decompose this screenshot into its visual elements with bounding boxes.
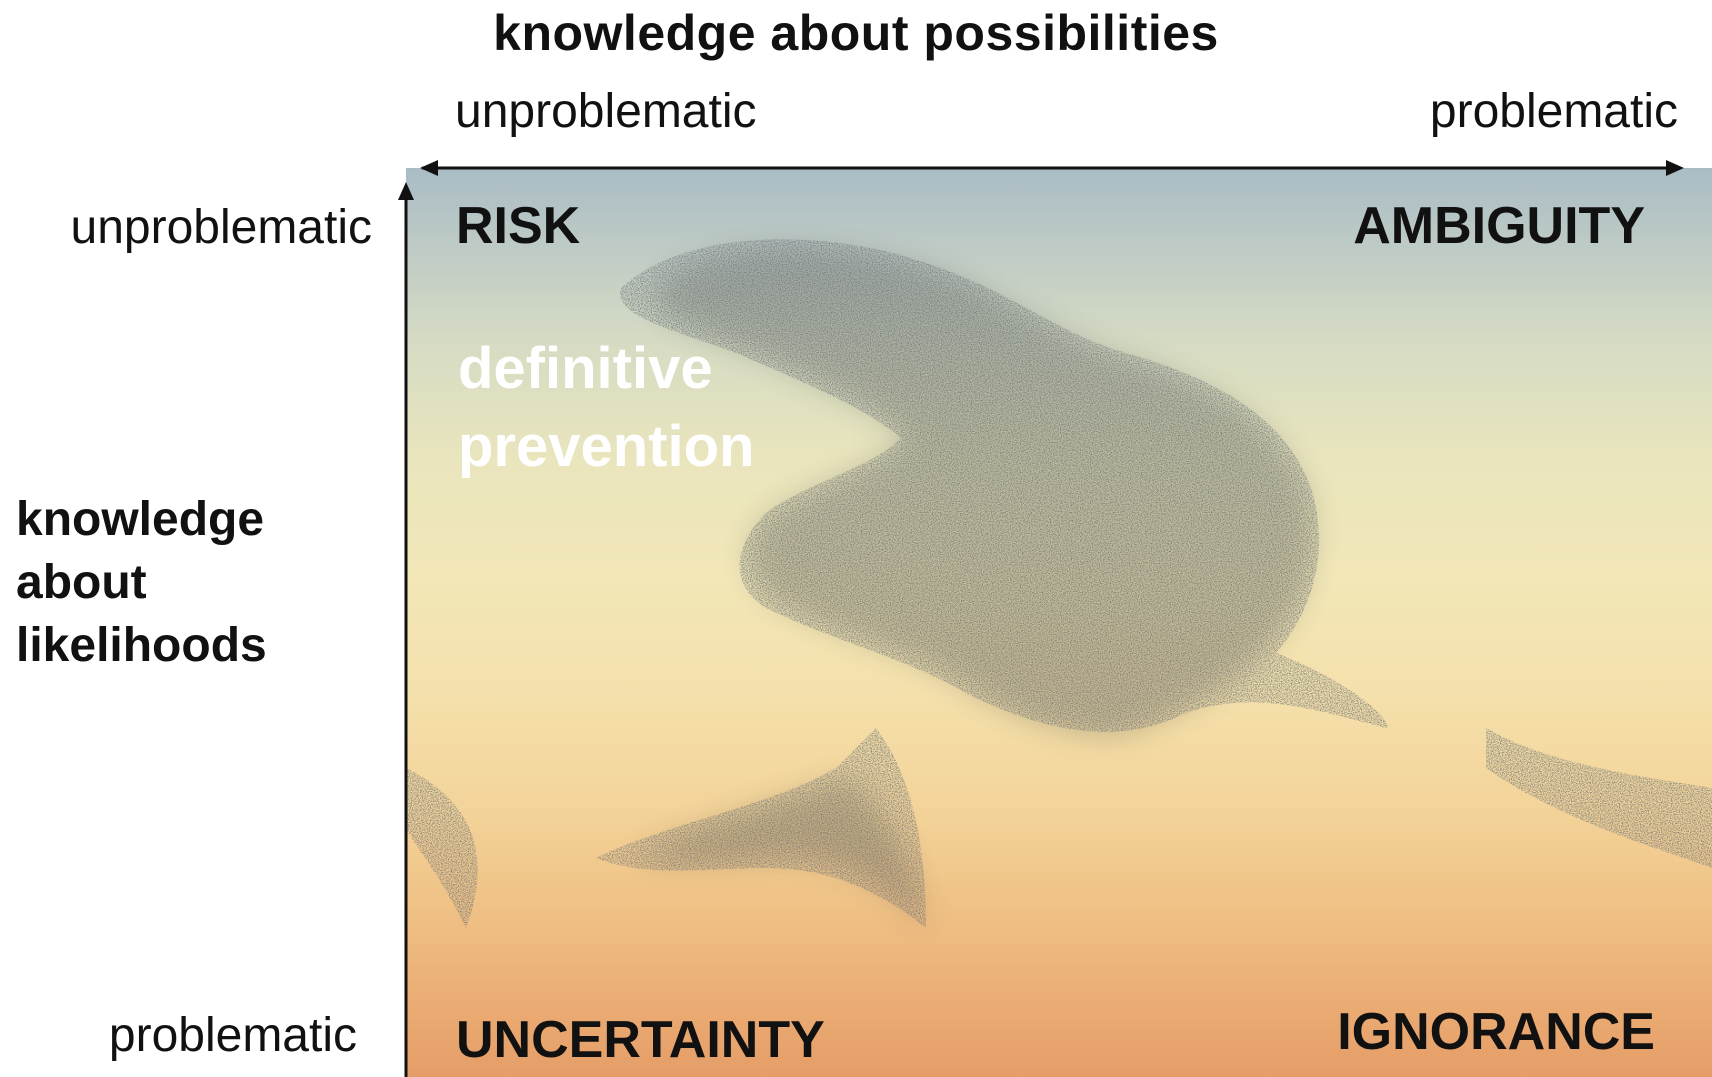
x-axis-left-label: unproblematic <box>455 85 757 138</box>
highlight-line: definitive <box>458 336 713 401</box>
quadrant-risk-label: RISK <box>456 197 581 255</box>
y-axis-title-line: knowledge <box>16 493 265 546</box>
bird-flock <box>406 239 1712 928</box>
highlight-line: prevention <box>458 414 755 479</box>
definitive-prevention-label: definitive prevention <box>458 330 755 486</box>
y-axis-title: knowledge about likelihoods <box>16 488 267 677</box>
quadrant-ignorance-label: IGNORANCE <box>1337 1003 1655 1061</box>
quadrant-uncertainty-label: UNCERTAINTY <box>456 1011 825 1069</box>
y-axis-title-line: likelihoods <box>16 619 267 672</box>
starling-murmuration-photo <box>406 168 1712 1077</box>
x-axis-right-label: problematic <box>1429 85 1678 138</box>
y-axis-title-line: about <box>16 556 147 609</box>
y-axis-top-label: unproblematic <box>70 201 373 254</box>
y-axis-bottom-label: problematic <box>108 1009 357 1062</box>
x-axis-title: knowledge about possibilities <box>493 5 1219 61</box>
quadrant-ambiguity-label: AMBIGUITY <box>1353 197 1645 255</box>
